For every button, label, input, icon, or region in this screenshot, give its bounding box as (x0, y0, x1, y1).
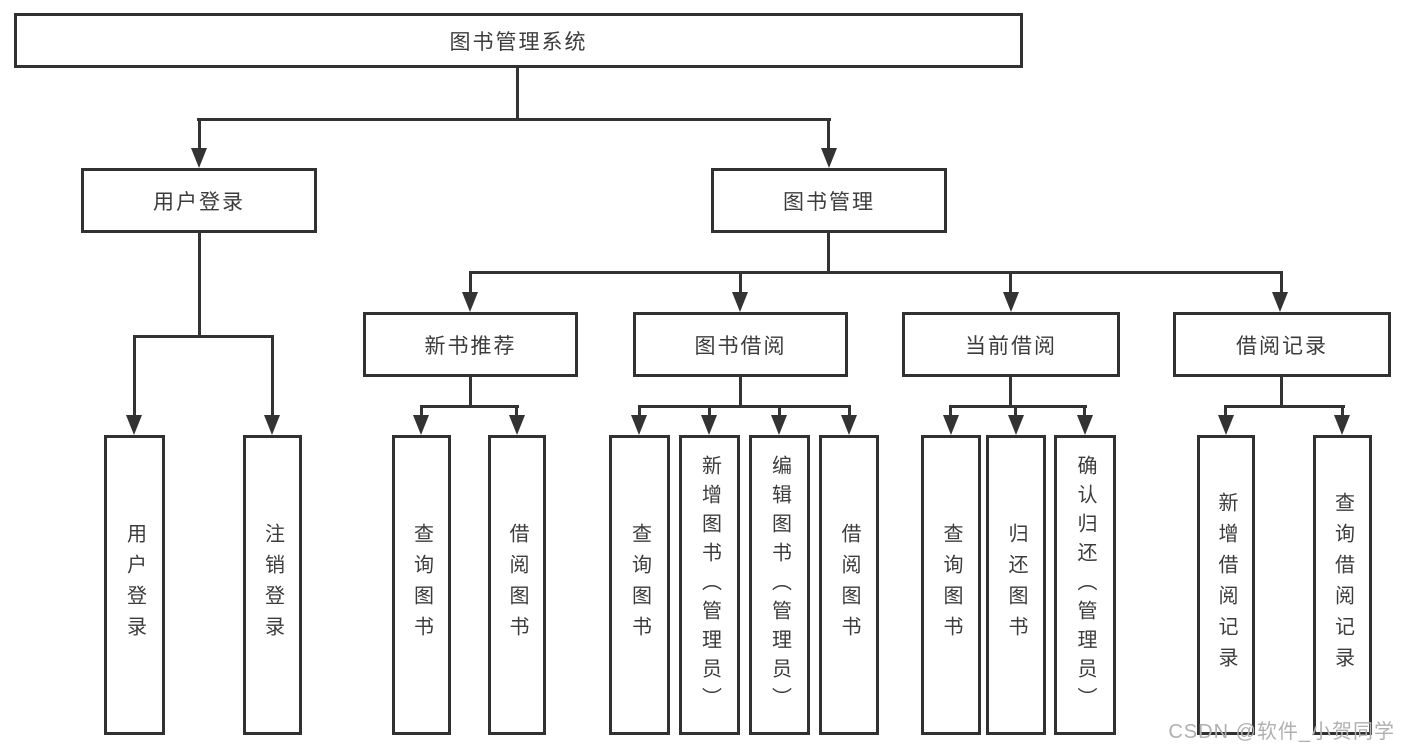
node-leaf-query-books-3: 查询图书 (921, 435, 981, 735)
node-leaf-return-books: 归还图书 (986, 435, 1046, 735)
connector-stem-borrow-books-1 (515, 405, 518, 417)
node-new-book-recommend-label: 新书推荐 (424, 334, 517, 358)
node-leaf-return-books-label: 归还图书 (1005, 523, 1027, 647)
connector-stem-book-borrow (739, 271, 742, 295)
node-user-login: 用户登录 (81, 168, 317, 233)
connector-current-borrow-hline (949, 405, 1087, 408)
node-leaf-logout-login-label: 注销登录 (261, 523, 284, 647)
arrowhead-query-books-1 (413, 415, 429, 435)
node-leaf-logout-login: 注销登录 (243, 435, 302, 735)
watermark: CSDN @软件_小贺同学 (1168, 721, 1395, 743)
connector-new-book-hline (420, 405, 519, 408)
node-leaf-query-books-1: 查询图书 (392, 435, 451, 735)
connector-root-stem (516, 68, 519, 118)
connector-borrow-records-stem (1280, 377, 1283, 408)
connector-book-management-stem (827, 233, 830, 274)
node-leaf-borrow-books-2-label: 借阅图书 (838, 523, 860, 647)
connector-stem-add-borrow-record (1224, 405, 1227, 417)
node-leaf-add-borrow-record-label: 新增借阅记录 (1215, 492, 1237, 678)
node-leaf-query-borrow-record: 查询借阅记录 (1313, 435, 1372, 735)
arrowhead-confirm-return (1077, 415, 1093, 435)
node-book-borrow-label: 图书借阅 (694, 334, 787, 358)
connector-stem-query-books-1 (420, 405, 423, 417)
arrowhead-leaf-logout (264, 415, 280, 435)
node-root: 图书管理系统 (14, 13, 1023, 68)
arrowhead-current-borrow (1003, 292, 1019, 312)
connector-stem-borrow-books-2 (848, 405, 851, 417)
connector-new-book-stem (469, 377, 472, 408)
node-root-label: 图书管理系统 (449, 30, 588, 54)
arrowhead-book-management (821, 148, 837, 168)
connector-stem-confirm-return (1083, 405, 1086, 417)
node-leaf-add-books-admin: 新增图书（管理员） (679, 435, 740, 735)
arrowhead-borrow-books-2 (841, 415, 857, 435)
arrowhead-leaf-user-login (126, 415, 142, 435)
connector-borrow-records-hline (1224, 405, 1345, 408)
arrowhead-add-books (701, 415, 717, 435)
node-book-management-label: 图书管理 (783, 190, 875, 214)
connector-stem-query-borrow-record (1341, 405, 1344, 417)
connector-stem-current-borrow (1009, 271, 1012, 295)
connector-stem-query-books-2 (638, 405, 641, 417)
arrowhead-query-books-3 (943, 415, 959, 435)
arrowhead-borrow-records (1272, 292, 1288, 312)
node-leaf-query-borrow-record-label: 查询借阅记录 (1331, 492, 1354, 678)
node-leaf-borrow-books-2: 借阅图书 (819, 435, 879, 735)
node-current-borrow: 当前借阅 (902, 312, 1120, 377)
arrowhead-new-book-recommend (462, 292, 478, 312)
node-borrow-records: 借阅记录 (1173, 312, 1391, 377)
node-leaf-confirm-return-admin: 确认归还（管理员） (1054, 435, 1116, 735)
connector-stem-return-books (1014, 405, 1017, 417)
arrowhead-return-books (1008, 415, 1024, 435)
node-book-borrow: 图书借阅 (633, 312, 848, 377)
node-leaf-user-login: 用户登录 (104, 435, 165, 735)
connector-book-borrow-stem (739, 377, 742, 408)
node-leaf-add-books-admin-label: 新增图书（管理员） (698, 454, 721, 716)
node-leaf-query-books-3-label: 查询图书 (940, 523, 962, 647)
arrowhead-book-borrow (732, 292, 748, 312)
node-leaf-edit-books-admin: 编辑图书（管理员） (749, 435, 810, 735)
node-leaf-query-books-2: 查询图书 (609, 435, 670, 735)
connector-stem-new-book-recommend (469, 271, 472, 295)
connector-user-login-hline (133, 335, 274, 338)
connector-stem-leaf-logout (271, 335, 274, 415)
node-borrow-records-label: 借阅记录 (1236, 334, 1328, 358)
connector-stem-add-books (708, 405, 711, 417)
connector-current-borrow-stem (1009, 377, 1012, 408)
node-leaf-user-login-label: 用户登录 (123, 523, 146, 647)
node-user-login-label: 用户登录 (153, 190, 245, 214)
connector-book-borrow-hline (638, 405, 851, 408)
connector-user-login-stem (198, 233, 201, 335)
node-leaf-query-books-1-label: 查询图书 (410, 523, 433, 647)
arrowhead-borrow-books-1 (509, 415, 525, 435)
arrowhead-query-books-2 (631, 415, 647, 435)
connector-stem-edit-books (778, 405, 781, 417)
connector-book-management-hline (469, 271, 1283, 274)
connector-root-hline (197, 118, 831, 121)
connector-stem-query-books-3 (949, 405, 952, 417)
connector-stem-book-management (827, 118, 830, 150)
connector-stem-borrow-records (1280, 271, 1283, 295)
node-leaf-confirm-return-admin-label: 确认归还（管理员） (1074, 454, 1096, 716)
node-leaf-borrow-books-1-label: 借阅图书 (506, 523, 528, 647)
node-book-management: 图书管理 (711, 168, 947, 233)
node-new-book-recommend: 新书推荐 (363, 312, 578, 377)
arrowhead-edit-books (771, 415, 787, 435)
arrowhead-user-login (191, 148, 207, 168)
node-current-borrow-label: 当前借阅 (965, 334, 1057, 358)
node-leaf-edit-books-admin-label: 编辑图书（管理员） (768, 454, 791, 716)
connector-stem-user-login (198, 118, 201, 150)
arrowhead-add-borrow-record (1218, 415, 1234, 435)
connector-stem-leaf-user-login (133, 335, 136, 415)
arrowhead-query-borrow-record (1334, 415, 1350, 435)
node-leaf-borrow-books-1: 借阅图书 (488, 435, 546, 735)
node-leaf-query-books-2-label: 查询图书 (628, 523, 651, 647)
node-leaf-add-borrow-record: 新增借阅记录 (1197, 435, 1255, 735)
